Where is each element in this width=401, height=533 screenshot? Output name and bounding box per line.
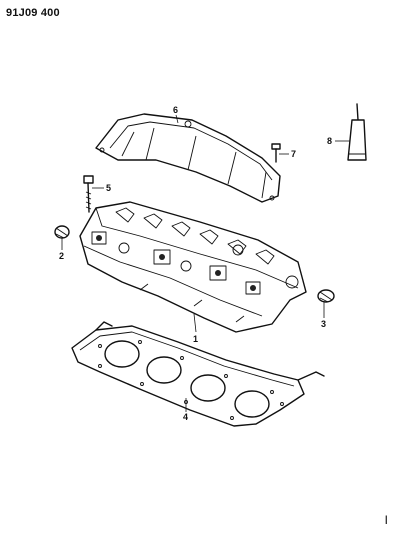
cylinder-head[interactable] [79, 201, 307, 333]
sealant-tube[interactable] [347, 103, 367, 161]
callout-3: 3 [321, 319, 326, 329]
head-bolt[interactable] [83, 175, 94, 213]
callout-2: 2 [59, 251, 64, 261]
cover-bolt[interactable] [271, 143, 281, 163]
diagram-code: 91J09 400 [6, 7, 60, 19]
footer-mark: | [385, 514, 388, 524]
callout-4: 4 [183, 412, 188, 422]
callout-5: 5 [106, 183, 111, 193]
left-plug[interactable] [54, 225, 70, 239]
right-plug[interactable] [317, 289, 335, 303]
callout-6: 6 [173, 105, 178, 115]
callout-8: 8 [327, 136, 332, 146]
leader-lines [61, 114, 350, 412]
callout-1: 1 [193, 334, 198, 344]
head-gasket[interactable] [71, 321, 325, 427]
valve-cover[interactable] [95, 113, 281, 203]
callout-7: 7 [291, 149, 296, 159]
